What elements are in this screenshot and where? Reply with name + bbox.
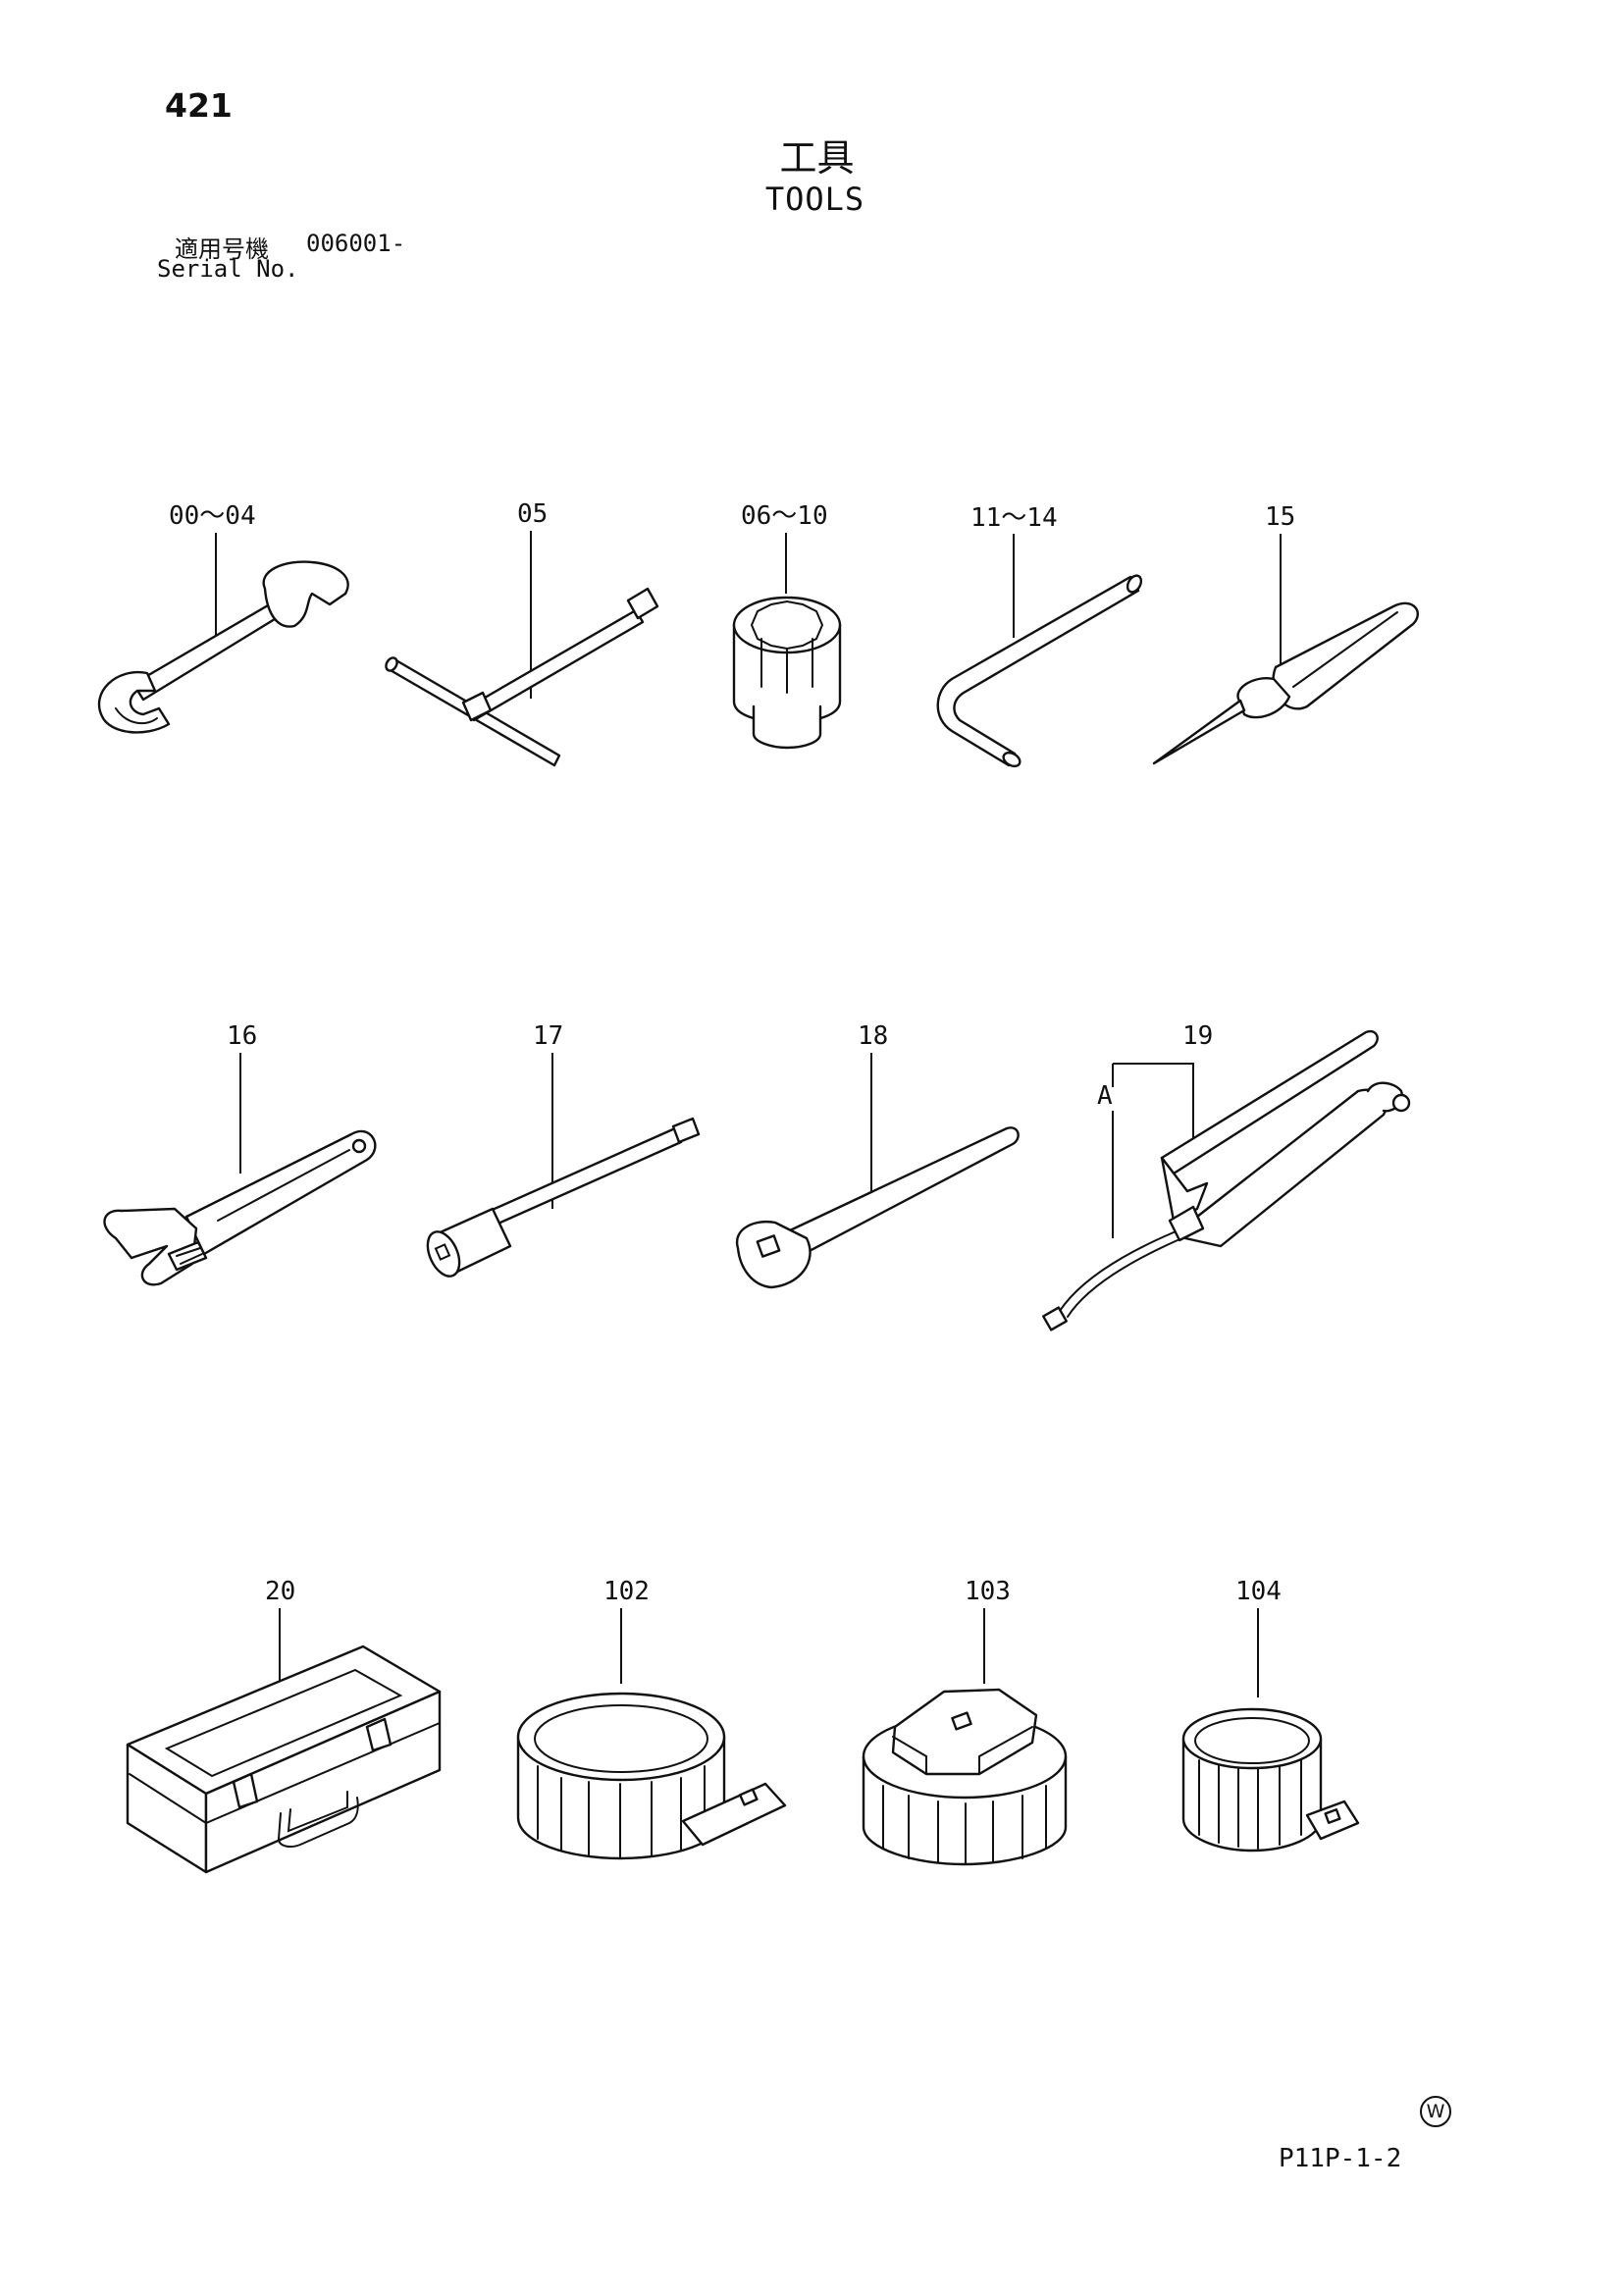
extension-bar-drawing: 17 bbox=[426, 1021, 701, 1278]
callout-label-filter-wrench-small: 104 bbox=[1235, 1577, 1282, 1606]
callout-label-hex-key: 11～14 bbox=[970, 503, 1058, 533]
filter-wrench-cap-drawing: 103 bbox=[862, 1577, 1068, 1866]
grease-gun-drawing: 19 A bbox=[1042, 1021, 1411, 1331]
screwdriver-drawing: 15 bbox=[1152, 502, 1419, 765]
page-title-english: TOOLS bbox=[764, 181, 865, 218]
callout-label-extension-bar: 17 bbox=[533, 1021, 563, 1051]
hex-key-drawing: 11～14 bbox=[936, 503, 1143, 768]
serial-number-value: 006001- bbox=[306, 230, 406, 257]
callout-label-filter-wrench-large: 102 bbox=[603, 1577, 650, 1606]
page-code: P11P-1-2 bbox=[1279, 2144, 1402, 2173]
callout-label-socket: 06～10 bbox=[741, 501, 828, 531]
manufacturer-mark: W bbox=[1420, 2096, 1451, 2127]
callout-label-grease-gun-hose: A bbox=[1097, 1081, 1113, 1111]
callout-label-grease-gun: 19 bbox=[1182, 1021, 1213, 1051]
socket-drawing: 06～10 bbox=[732, 501, 842, 750]
callout-label-ratchet-handle: 18 bbox=[858, 1021, 888, 1051]
filter-wrench-small-drawing: 104 bbox=[1181, 1577, 1360, 1852]
page-number: 421 bbox=[165, 86, 233, 125]
t-handle-wrench-drawing: 05 bbox=[385, 499, 659, 767]
callout-label-adjustable-wrench: 16 bbox=[227, 1021, 257, 1051]
callout-label-wrench: 00～04 bbox=[169, 501, 256, 531]
serial-label-japanese: 適用号機 bbox=[175, 235, 269, 263]
filter-wrench-large-drawing: 102 bbox=[516, 1577, 787, 1860]
callout-label-filter-wrench-cap: 103 bbox=[965, 1577, 1011, 1606]
tool-box-drawing: 20 bbox=[126, 1577, 442, 1874]
page-title-japanese: 工具 bbox=[779, 136, 855, 180]
ratchet-handle-drawing: 18 bbox=[735, 1021, 1020, 1289]
callout-label-t-handle: 05 bbox=[517, 499, 548, 529]
open-end-wrench-drawing: 00～04 bbox=[97, 501, 349, 734]
callout-label-screwdriver: 15 bbox=[1265, 502, 1295, 532]
callout-label-tool-box: 20 bbox=[265, 1577, 295, 1606]
adjustable-wrench-drawing: 16 bbox=[103, 1021, 377, 1286]
serial-label-english: Serial No. bbox=[157, 255, 299, 283]
